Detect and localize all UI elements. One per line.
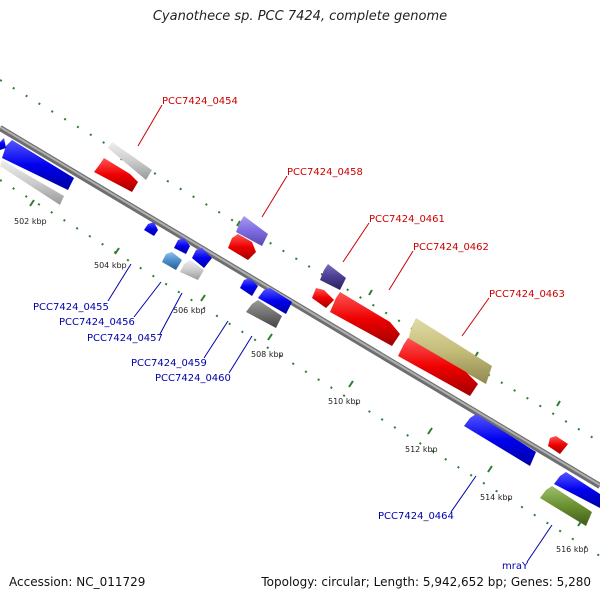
gene-feature-0460-blue: [258, 288, 292, 314]
gene-label-0457: PCC7424_0457: [87, 333, 163, 344]
genome-backbone: [0, 125, 600, 489]
leader-lines-forward: [137, 104, 490, 337]
gene-label-0462: PCC7424_0462: [413, 242, 489, 253]
gene-feature-blue-right: [554, 472, 600, 508]
gene-label-0459: PCC7424_0459: [131, 358, 207, 369]
footer-accession: Accession: NC_011729: [9, 575, 146, 589]
kbp-label-516: 516 kbp: [556, 545, 589, 554]
footer-topology: Topology: circular; Length: 5,942,652 bp…: [261, 575, 591, 589]
gene-feature-small-blue-1: [144, 222, 158, 236]
kbp-label-514: 514 kbp: [480, 493, 513, 502]
gene-feature-grey-left: [0, 160, 64, 205]
gene-feature-blue-left: [2, 140, 74, 190]
gene-label-0463: PCC7424_0463: [489, 289, 565, 300]
gene-feature-0461-navy: [320, 264, 346, 290]
gene-feature-0458-purple: [236, 216, 268, 246]
gene-feature-0458: [228, 234, 256, 260]
kbp-label-502: 502 kbp: [14, 217, 47, 226]
outer-tick-track: [0, 79, 600, 443]
gene-feature-0454: [94, 158, 138, 192]
map-title: Cyanothece sp. PCC 7424, complete genome: [152, 9, 448, 24]
gene-feature-0456-blue: [192, 248, 212, 268]
gene-feature-0462: [330, 292, 400, 346]
gene-feature-small-blue-2: [174, 238, 190, 254]
gene-label-0455: PCC7424_0455: [33, 302, 109, 313]
gene-label-0456: PCC7424_0456: [59, 317, 135, 328]
gene-feature-0454-grey: [108, 142, 152, 180]
gene-feature-0463: [398, 338, 478, 396]
gene-label-0458: PCC7424_0458: [287, 167, 363, 178]
leader-lines-reverse: [107, 263, 553, 563]
gene-feature-0459: [240, 278, 258, 296]
gene-feature-mraY: [540, 486, 592, 526]
kbp-label-510: 510 kbp: [328, 397, 361, 406]
gene-feature-0464: [464, 414, 536, 466]
kbp-label-508: 508 kbp: [251, 350, 284, 359]
gene-label-mraY: mraY: [502, 561, 529, 572]
gene-feature-blue-left-stub: [0, 138, 6, 150]
gene-feature-right-red: [548, 436, 568, 454]
gene-label-0464: PCC7424_0464: [378, 511, 454, 522]
gene-label-0454: PCC7424_0454: [162, 96, 238, 107]
gene-label-0460: PCC7424_0460: [155, 373, 231, 384]
gene-features: [0, 138, 600, 526]
gene-feature-0455: [162, 252, 182, 270]
gene-feature-0463-khaki: [408, 318, 492, 384]
gene-feature-0461: [312, 288, 334, 308]
kbp-label-512: 512 kbp: [405, 445, 438, 454]
gene-feature-0460: [246, 300, 282, 328]
gene-feature-0457-grey: [180, 260, 204, 280]
gene-label-0461: PCC7424_0461: [369, 214, 445, 225]
kbp-label-504: 504 kbp: [94, 261, 127, 270]
kbp-label-506: 506 kbp: [173, 306, 206, 315]
